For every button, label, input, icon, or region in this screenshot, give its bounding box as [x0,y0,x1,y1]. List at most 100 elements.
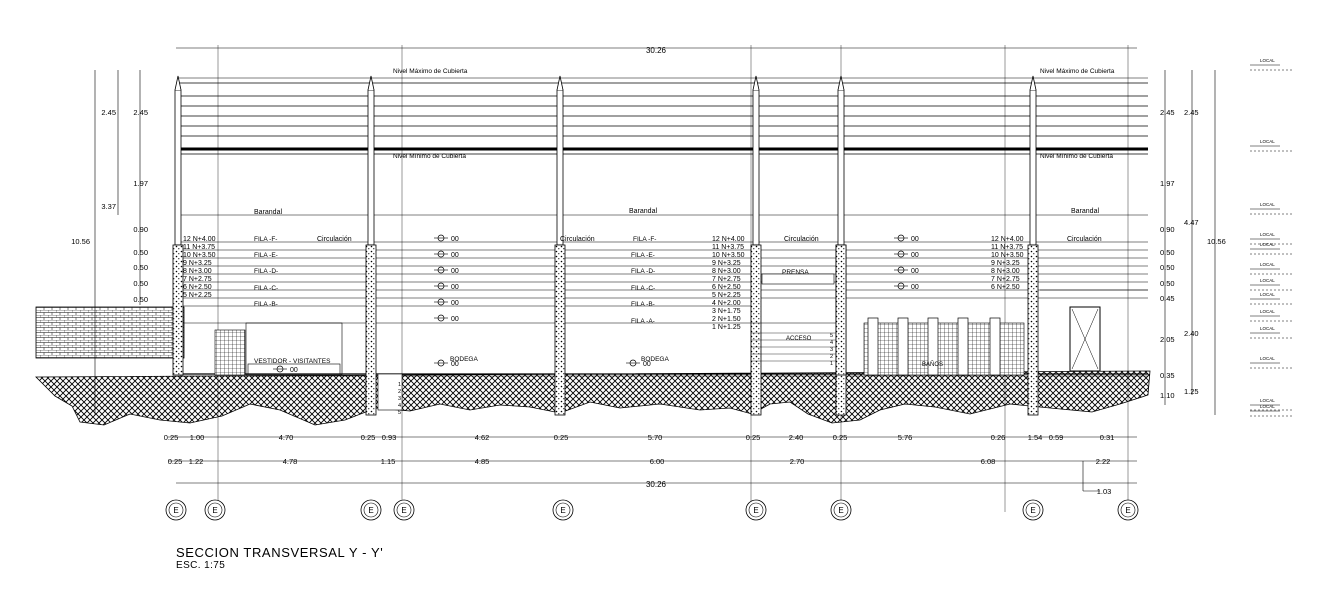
left-inner-dim: 0.50 [133,263,148,272]
bottom-dim-row1: 0.25 [833,433,848,442]
vestidor-room [245,322,343,376]
left-inner-dim: 0.50 [133,248,148,257]
bleacher-left-level: 10 N+3.50 [183,252,216,259]
min-cover-label-right: Nivel Mínimo de Cubierta [1040,153,1113,160]
legend-tag: LOCAL [1260,398,1275,403]
bottom-dim-row1: 0.25 [361,433,376,442]
room-vestidor: VESTIDOR - VISITANTES [254,358,331,365]
bleacher-mid-level: 4 N+2.00 [712,300,741,307]
room-prensa: PRENSA [782,269,809,276]
bleacher-mid-level: 9 N+3.25 [712,260,741,267]
row-c-mid: FILA -C- [631,285,655,292]
max-cover-label-right: Nivel Máximo de Cubierta [1040,68,1115,75]
legend-tag: LOCAL [1260,232,1275,237]
row-f-mid: FILA -F- [633,236,656,243]
top-overall-dim: 30.26 [646,46,667,55]
row-a-mid: FILA -A- [631,318,655,325]
bleacher-mid-level: 3 N+1.75 [712,308,741,315]
barandal-label-3: Barandal [1071,208,1099,215]
right-inner-dim: 0.35 [1160,371,1175,380]
level-marker-value: 00 [911,284,919,291]
legend-tag: LOCAL [1260,139,1275,144]
column-lower-0 [172,244,184,376]
bleacher-mid-level: 5 N+2.25 [712,292,741,299]
axis-label: E [173,506,178,515]
bottom-dim-row1: 5.76 [898,433,913,442]
dimension-lines [94,47,1216,492]
legend-tag: LOCAL [1260,356,1275,361]
min-cover-label-left: Nivel Mínimo de Cubierta [393,153,466,160]
bleacher-mid-level: 6 N+2.50 [712,284,741,291]
vertical-dimensions: 10.562.453.372.451.970.900.500.500.500.5… [71,108,1226,400]
ramp-number: 4 [830,340,833,346]
axis-label: E [368,506,373,515]
legend-tag: LOCAL [1260,242,1275,247]
stair-number: 1 [398,382,401,388]
right-inner-dim: 0.50 [1160,279,1175,288]
row-f-left: FILA -F- [254,236,277,243]
circulation-label-2: Circulación [560,236,595,243]
bottom-dim-row1: 1.54 [1028,433,1043,442]
axis-bubble-inner [833,502,849,518]
bottom-dim-row2: 1.22 [189,457,204,466]
bleacher-mid-level: 2 N+1.50 [712,316,741,323]
stair-number: 3 [398,396,401,402]
bleacher-left-level: 5 N+2.25 [183,292,212,299]
bottom-dim-row1: 4.62 [475,433,490,442]
level-marker-value: 00 [290,367,298,374]
right-inner-dim: 1.10 [1160,391,1175,400]
ground-mass [35,370,1151,426]
right-mid-dim: 1.25 [1184,387,1199,396]
level-marker-value: 00 [451,268,459,275]
level-marker-value: 00 [643,361,651,368]
left-inner-dim: 0.50 [133,295,148,304]
right-inner-dim: 2.45 [1160,108,1175,117]
room-bodega-1: BODEGA [450,356,478,363]
bottom-dim-row2: 6.08 [981,457,996,466]
column-lower-5 [1027,244,1039,416]
legend-tag: LOCAL [1260,292,1275,297]
left-mid-dim: 2.45 [101,108,116,117]
bano-partition-4 [989,317,1001,376]
circulation-label-4: Circulación [1067,236,1102,243]
bleacher-left-level: 9 N+3.25 [183,260,212,267]
bleacher-mid-level: 12 N+4.00 [712,236,745,243]
column-upper-4 [837,89,845,246]
drawing-title-block: SECCION TRANSVERSAL Y - Y' ESC. 1:75 [176,545,383,571]
bleacher-right-level: 6 N+2.50 [991,284,1020,291]
right-mid-dim: 2.40 [1184,329,1199,338]
level-marker-value: 00 [911,236,919,243]
bleacher-right-level: 8 N+3.00 [991,268,1020,275]
bano-partition-0 [867,317,879,376]
column-upper-3 [752,89,760,246]
drawing-title: SECCION TRANSVERSAL Y - Y' [176,545,384,560]
bottom-dim-row1: 0.25 [164,433,179,442]
axis-bubble-inner [748,502,764,518]
bleacher-mid-level: 11 N+3.75 [712,244,744,251]
row-e-left: FILA -E- [254,252,278,259]
bleacher-right-level: 7 N+2.75 [991,276,1020,283]
axis-bubble-inner [363,502,379,518]
level-marker-value: 00 [451,300,459,307]
right-inner-dim: 0.45 [1160,294,1175,303]
bottom-dim-row2: 6.00 [650,457,665,466]
column-cap-2 [556,75,564,91]
bottom-overall-dim: 30.26 [646,480,667,489]
axis-label: E [1125,506,1130,515]
right-inner-dim: 0.50 [1160,248,1175,257]
stair-number: 4 [398,403,401,409]
room-banos: BAÑOS [922,361,943,368]
legend-tag: LOCAL [1260,326,1275,331]
interior-details [214,273,1101,411]
right-outer-dim: 10.56 [1207,237,1226,246]
circulation-label-1: Circulación [317,236,352,243]
vestidor-tile-wall [214,329,246,376]
level-marker-value: 00 [911,252,919,259]
room-acceso: ACCESO [786,336,812,342]
column-cap-3 [752,75,760,91]
ramp-number: 2 [830,354,833,360]
